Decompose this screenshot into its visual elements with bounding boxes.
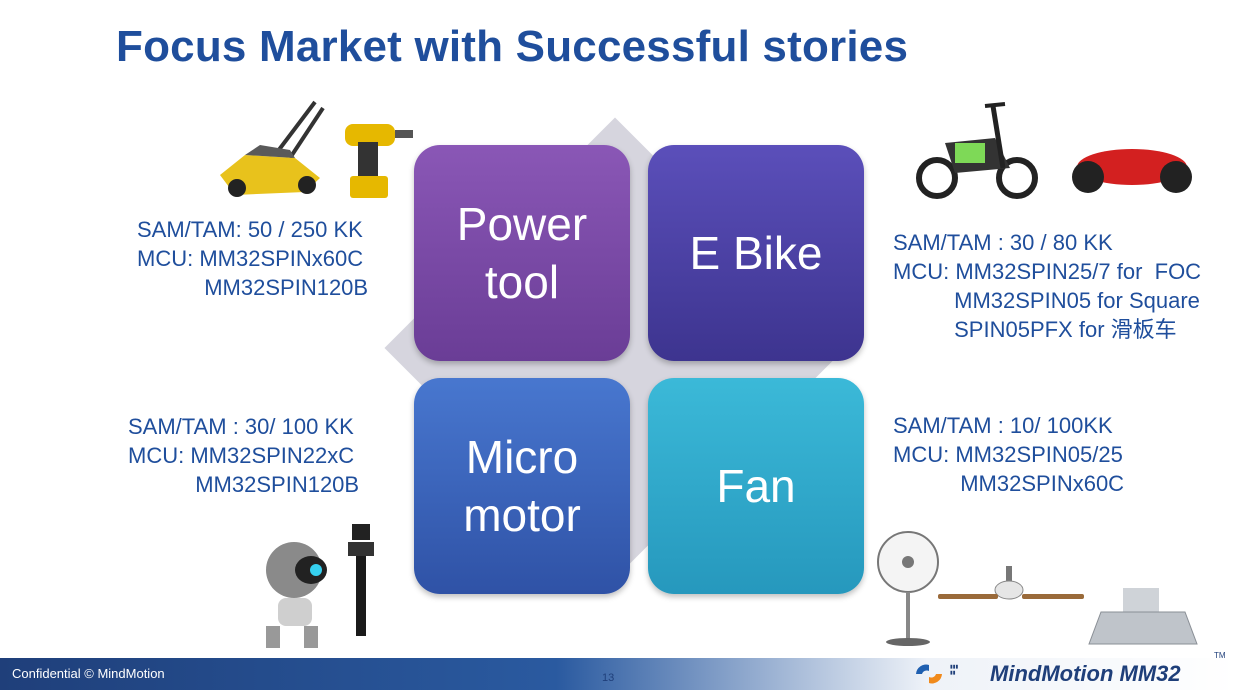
page-number: 13	[602, 672, 615, 684]
range-hood-icon	[1088, 588, 1198, 645]
drill-icon	[345, 124, 413, 198]
ebike-info: SAM/TAM : 30 / 80 KK MCU: MM32SPIN25/7 f…	[893, 230, 1202, 342]
ebike-tile: E Bike	[648, 145, 864, 361]
ebike-label: E Bike	[689, 227, 823, 279]
fan-info: SAM/TAM : 10/ 100KK MCU: MM32SPIN05/25 M…	[893, 413, 1125, 496]
hoverboard-icon	[1072, 149, 1192, 193]
standing-fan-icon	[877, 531, 939, 646]
ceiling-fan-icon	[938, 566, 1084, 600]
slide-title: Focus Market with Successful stories	[116, 22, 909, 71]
ebike-icon	[916, 102, 1038, 199]
logo-small-text: ▮▮▮▮▮	[950, 664, 959, 676]
micro-motor-info: SAM/TAM : 30/ 100 KK MCU: MM32SPIN22xC M…	[128, 414, 360, 497]
lawn-mower-icon	[220, 100, 325, 197]
trademark-mark: TM	[1214, 651, 1226, 660]
fan-label: Fan	[716, 460, 796, 512]
confidential-text: Confidential © MindMotion	[12, 666, 165, 681]
micro-motor-tile: Micro motor	[414, 378, 630, 594]
mindmotion-logo-icon	[916, 664, 942, 684]
power-tool-info: SAM/TAM: 50 / 250 KK MCU: MM32SPINx60C M…	[137, 217, 369, 300]
fan-tile: Fan	[648, 378, 864, 594]
power-tool-tile: Power tool	[414, 145, 630, 361]
brand-name: MindMotion MM32	[990, 661, 1181, 686]
robot-icon	[266, 542, 327, 648]
micro-motor-label-line1: Micro	[465, 431, 579, 483]
power-tool-label-line1: Power	[456, 198, 588, 250]
footer-bar	[0, 658, 1236, 690]
gimbal-camera-icon	[348, 524, 374, 636]
power-tool-label-line2: tool	[484, 256, 560, 308]
micro-motor-label-line2: motor	[463, 489, 581, 541]
